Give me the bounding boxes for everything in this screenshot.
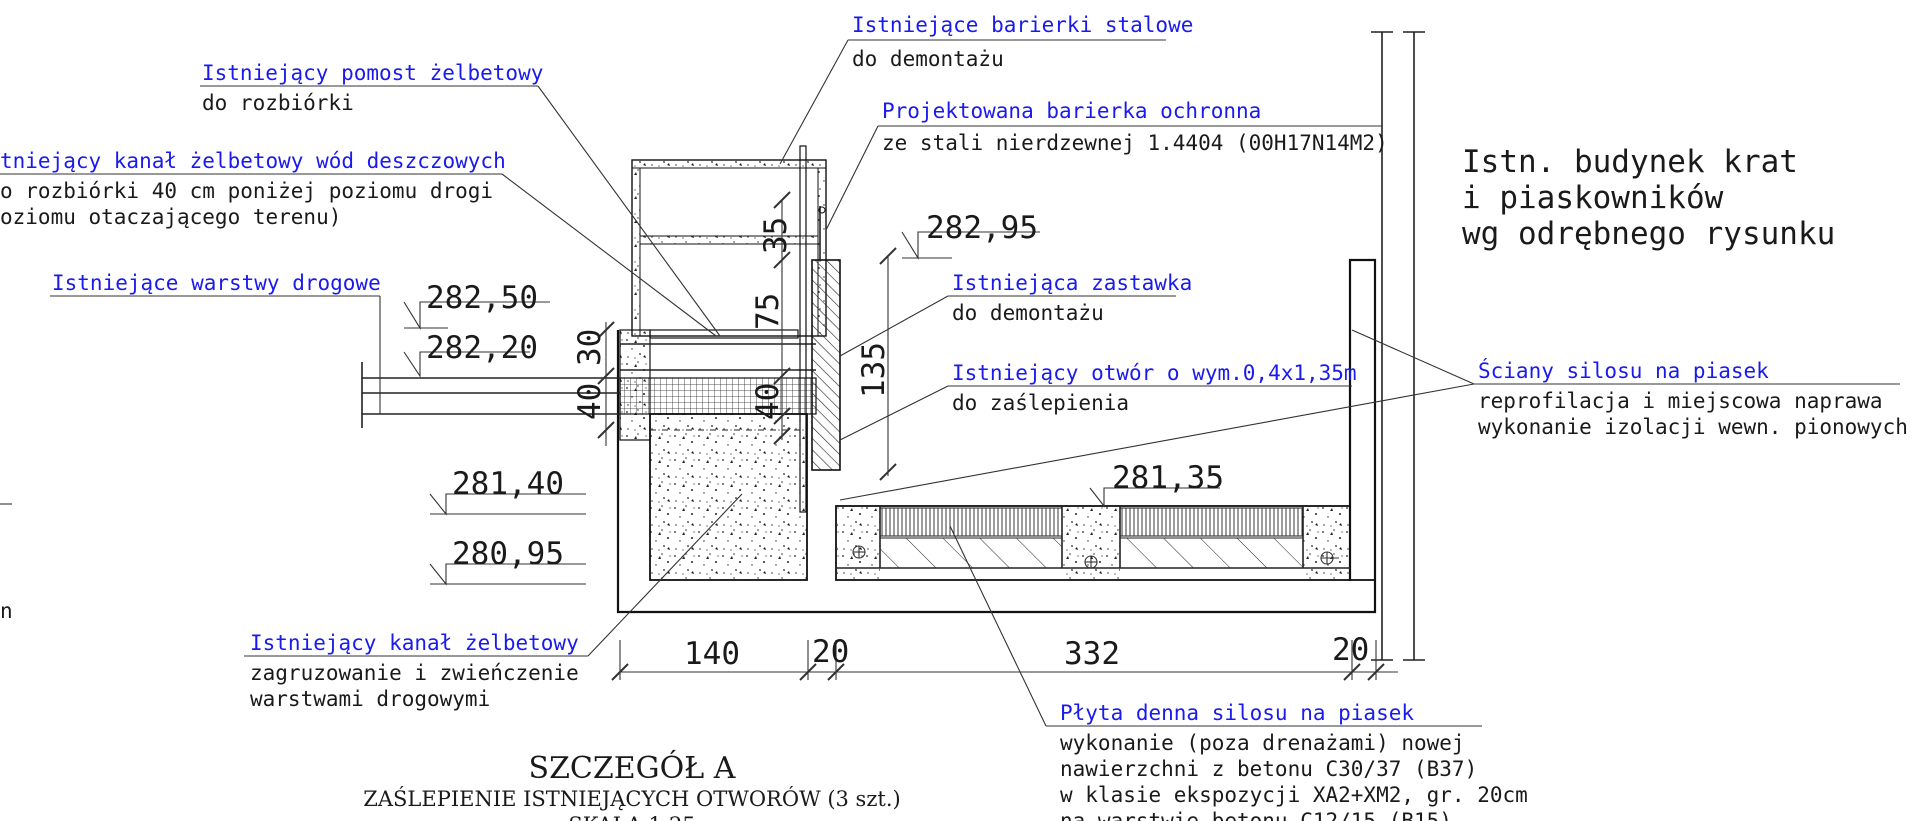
opening-sub: do zaślepienia <box>952 391 1129 415</box>
dim-332: 332 <box>1064 636 1120 672</box>
detail-scale: SKALA 1:25 <box>568 813 695 821</box>
level-281-40: 281,40 <box>452 466 564 502</box>
slab-label: Płyta denna silosu na piasek <box>1060 701 1414 725</box>
channel-sub2: warstwami drogowymi <box>250 687 490 711</box>
building-line2: i piaskowników <box>1462 180 1724 216</box>
dim-75: 75 <box>750 293 786 330</box>
dim-135: 135 <box>856 342 892 398</box>
rain-channel-label: tniejący kanał żelbetowy wód deszczowych <box>0 149 506 173</box>
edge-fragment: n <box>0 599 13 623</box>
silo-structure <box>361 145 1377 614</box>
level-markers <box>403 231 1220 586</box>
barriers-sub: do demontażu <box>852 47 1004 71</box>
barriers-label: Istniejące barierki stalowe <box>852 13 1193 37</box>
slab-sub2: nawierzchni z betonu C30/37 (B37) <box>1060 757 1477 781</box>
slab-sub4: na warstwie betonu C12/15 (B15) <box>1060 809 1452 821</box>
dimension-lines <box>597 191 1398 681</box>
building-line3: wg odrębnego rysunku <box>1462 216 1835 252</box>
guardrail-label: Projektowana barierka ochronna <box>882 99 1261 123</box>
channel-sub1: zagruzowanie i zwieńczenie <box>250 661 579 685</box>
level-282-50: 282,50 <box>426 280 538 316</box>
level-282-95: 282,95 <box>926 210 1038 246</box>
detail-subtitle: ZAŚLEPIENIE ISTNIEJĄCYCH OTWORÓW (3 szt.… <box>363 786 900 811</box>
platform-label: Istniejący pomost żelbetowy <box>202 61 543 85</box>
silo-walls-label: Ściany silosu na piasek <box>1478 358 1769 383</box>
guardrail-sub: ze stali nierdzewnej 1.4404 (00H17N14M2) <box>882 131 1388 155</box>
slab-sub1: wykonanie (poza drenażami) nowej <box>1060 731 1465 755</box>
dim-40-left: 40 <box>572 383 608 420</box>
rain-channel-sub2: oziomu otaczającego terenu) <box>0 205 341 229</box>
silo-walls-sub2: wykonanie izolacji wewn. pionowych <box>1478 415 1908 439</box>
dim-20-left: 20 <box>812 634 849 670</box>
level-282-20: 282,20 <box>426 330 538 366</box>
gate-sub: do demontażu <box>952 301 1104 325</box>
silo-walls-sub1: reprofilacja i miejscowa naprawa <box>1478 389 1883 413</box>
detail-title: SZCZEGÓŁ A <box>529 750 736 786</box>
road-layers-label: Istniejące warstwy drogowe <box>52 271 381 295</box>
dim-140: 140 <box>684 636 740 672</box>
slab-sub3: w klasie ekspozycji XA2+XM2, gr. 20cm <box>1060 783 1528 807</box>
platform-sub: do rozbiórki <box>202 91 354 115</box>
channel-label: Istniejący kanał żelbetowy <box>250 631 579 655</box>
dim-40-right: 40 <box>750 383 786 420</box>
rain-channel-sub1: o rozbiórki 40 cm poniżej poziomu drogi <box>0 179 493 203</box>
opening-label: Istniejący otwór o wym.0,4x1,35m <box>952 361 1357 385</box>
level-280-95: 280,95 <box>452 536 564 572</box>
level-281-35: 281,35 <box>1112 460 1224 496</box>
building-wall <box>1371 31 1425 661</box>
dim-30: 30 <box>572 329 608 366</box>
dim-35: 35 <box>758 217 794 254</box>
dim-20-right: 20 <box>1332 632 1369 668</box>
leader-lines <box>0 39 1900 727</box>
gate-label: Istniejąca zastawka <box>952 271 1192 295</box>
building-line1: Istn. budynek krat <box>1462 144 1798 180</box>
